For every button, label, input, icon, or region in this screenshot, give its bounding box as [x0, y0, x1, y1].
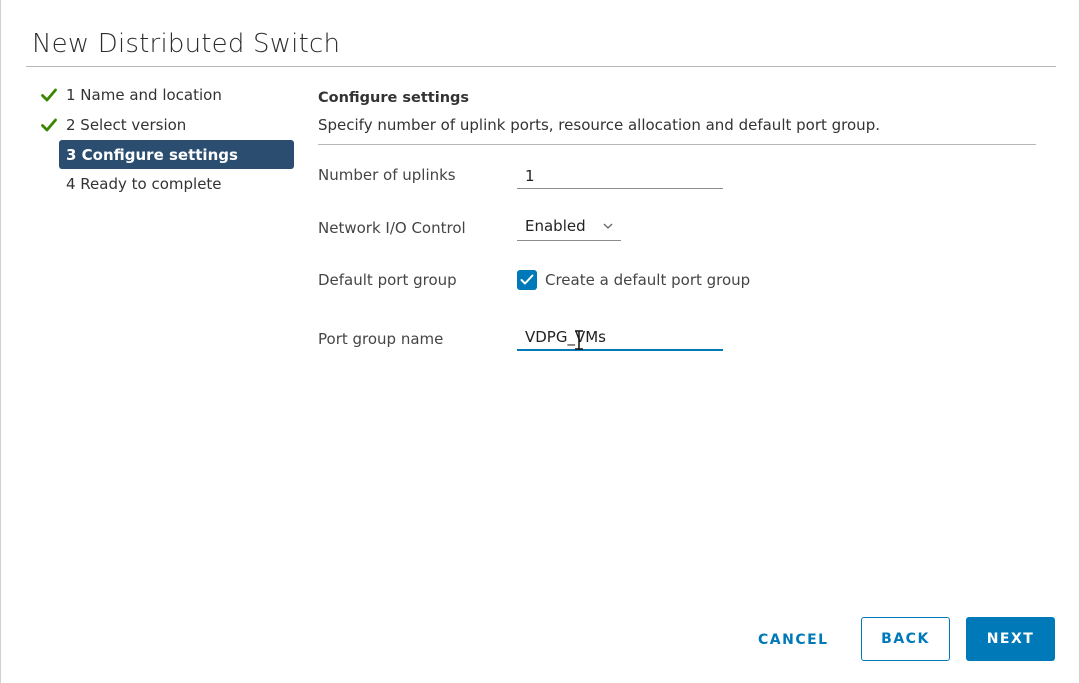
step-label: 4 Ready to complete	[66, 175, 222, 193]
create-default-port-group-label[interactable]: Create a default port group	[545, 271, 751, 289]
nioc-label: Network I/O Control	[318, 219, 466, 237]
back-button[interactable]: BACK	[861, 617, 950, 661]
check-icon	[41, 88, 57, 102]
cancel-button[interactable]: CANCEL	[758, 632, 829, 648]
uplinks-label: Number of uplinks	[318, 166, 456, 184]
chevron-down-icon	[603, 223, 613, 229]
default-port-group-label: Default port group	[318, 271, 457, 289]
port-group-name-label: Port group name	[318, 330, 444, 348]
port-group-name-input[interactable]	[517, 325, 723, 351]
step-label: 2 Select version	[66, 116, 187, 134]
section-title: Configure settings	[318, 90, 470, 106]
step-select-version[interactable]: 2 Select version	[31, 110, 296, 140]
uplinks-input[interactable]	[517, 163, 723, 189]
step-label: 3 Configure settings	[66, 146, 238, 164]
step-ready-to-complete[interactable]: 4 Ready to complete	[31, 169, 296, 199]
next-button[interactable]: NEXT	[966, 617, 1055, 661]
checkbox-checked-icon	[520, 274, 534, 285]
text-cursor-icon	[575, 330, 583, 350]
wizard-steps: 1 Name and location 2 Select version 3 C…	[31, 80, 296, 199]
check-icon	[41, 118, 57, 132]
create-default-port-group-checkbox[interactable]	[517, 270, 537, 290]
step-name-and-location[interactable]: 1 Name and location	[31, 80, 296, 110]
title-divider	[26, 66, 1056, 67]
section-description: Specify number of uplink ports, resource…	[318, 116, 880, 134]
section-divider	[318, 144, 1036, 145]
nioc-selected-value: Enabled	[525, 217, 586, 235]
step-configure-settings[interactable]: 3 Configure settings	[59, 140, 294, 169]
dialog-title: New Distributed Switch	[32, 29, 341, 59]
nioc-select[interactable]: Enabled	[517, 213, 621, 241]
step-label: 1 Name and location	[66, 86, 222, 104]
